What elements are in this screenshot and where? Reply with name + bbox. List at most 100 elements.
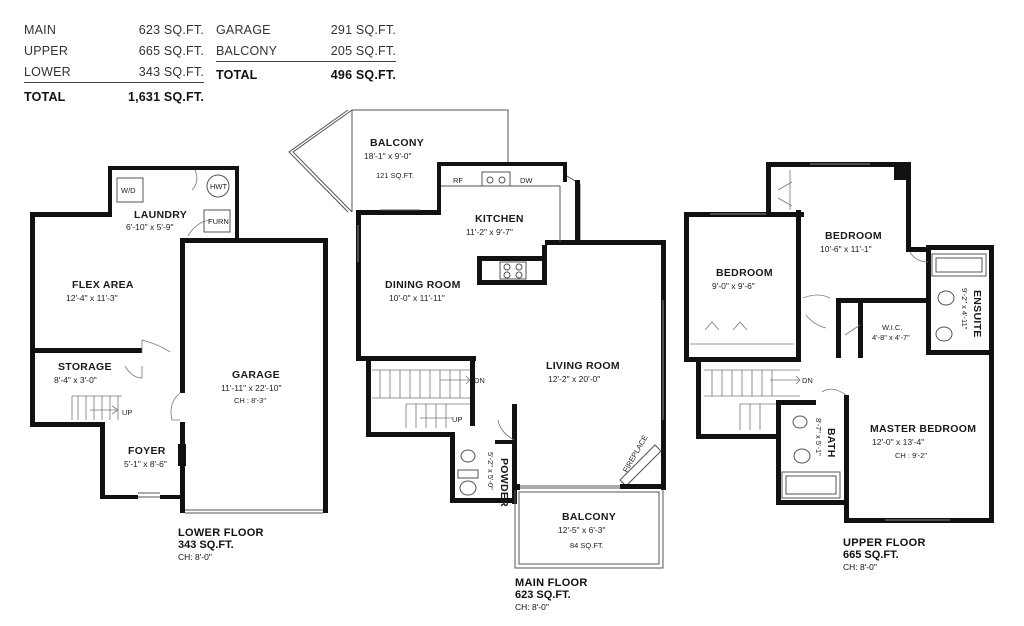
foyer-name: FOYER — [128, 445, 166, 457]
wall — [796, 210, 801, 325]
wall — [776, 400, 781, 505]
dn-label: DN — [802, 376, 813, 385]
wall — [437, 162, 567, 166]
area-row-upper: UPPER 665 SQ.FT. — [24, 40, 204, 61]
wic-name: W.I.C. — [882, 323, 902, 332]
wall — [796, 320, 801, 362]
dn-label: DN — [474, 376, 485, 385]
main-floor-title: MAIN FLOOR 623 SQ.FT. CH: 8'-0" — [515, 577, 588, 613]
foyer-dim: 5'-1" x 8'-6" — [124, 459, 167, 469]
wall — [450, 432, 455, 502]
wall — [235, 166, 239, 238]
wall — [545, 240, 665, 245]
dining-name: DINING ROOM — [385, 279, 461, 291]
wall — [766, 162, 771, 217]
area-label: TOTAL — [216, 68, 258, 82]
balcony-top-name: BALCONY — [370, 137, 424, 149]
bedroom1-name: BEDROOM — [716, 267, 773, 279]
wall — [696, 434, 776, 439]
area-row-total: TOTAL 1,631 SQ.FT. — [24, 83, 204, 111]
main-floor-plan: BALCONY 18'-1" x 9'-0" 121 SQ.FT. RF DW … — [288, 109, 666, 569]
area-label: MAIN — [24, 22, 57, 37]
area-label: TOTAL — [24, 90, 66, 104]
floor-ceiling: CH: 8'-0" — [515, 602, 549, 612]
upper-floor-title: UPPER FLOOR 665 SQ.FT. CH: 8'-0" — [843, 537, 926, 573]
wall — [450, 498, 516, 503]
garage-name: GARAGE — [232, 369, 280, 381]
living-room-dim: 12'-2" x 20'-0" — [548, 374, 600, 384]
area-value: 1,631 SQ.FT. — [127, 90, 204, 104]
floor-area: 623 SQ.FT. — [515, 589, 571, 601]
area-label: GARAGE — [216, 22, 271, 37]
door-swing — [909, 251, 929, 263]
balcony-outline — [514, 487, 664, 569]
wall — [356, 210, 361, 360]
area-value: 291 SQ.FT. — [330, 22, 396, 37]
floor-ceiling: CH: 8'-0" — [843, 562, 877, 572]
island — [477, 256, 482, 285]
powder-name: POWDER — [498, 458, 510, 507]
wall — [100, 422, 105, 498]
island — [477, 256, 547, 261]
dw-label: DW — [520, 176, 533, 185]
area-row-garage: GARAGE 291 SQ.FT. — [216, 19, 396, 40]
wall — [776, 500, 848, 505]
balcony-top-dim: 18'-1" x 9'-0" — [364, 151, 412, 161]
floor-name: MAIN FLOOR — [515, 577, 588, 589]
balcony-bottom-dim: 12'-5" x 6'-3" — [558, 525, 606, 535]
kitchen-dim: 11'-2" x 9'-7" — [466, 227, 513, 237]
wall — [366, 356, 371, 436]
wall — [512, 484, 520, 490]
bedroom2-dim: 10'-6" x 11'-1" — [820, 244, 872, 254]
wall — [160, 495, 185, 499]
laundry-dim: 6'-10" x 5'-9" — [126, 222, 174, 232]
furn-label: FURN — [208, 217, 229, 226]
wall — [30, 422, 105, 427]
sink-icon — [792, 415, 808, 429]
master-bedroom-ceiling: CH : 9'-2" — [895, 451, 927, 460]
flex-area-dim: 12'-4" x 11'-3" — [66, 293, 118, 303]
wall — [366, 432, 450, 437]
ensuite-dim: 9'-2" x 4'-11" — [960, 288, 969, 330]
door-swing — [191, 169, 198, 191]
garage-dim: 11'-11" x 22'-10" — [221, 383, 281, 393]
balcony-outline — [292, 109, 353, 213]
wall — [30, 212, 35, 426]
door-swing — [821, 388, 847, 396]
dining-dim: 10'-0" x 11'-11" — [389, 293, 445, 303]
bathtub-icon — [785, 475, 837, 495]
wall — [437, 162, 441, 214]
main-stairs — [372, 369, 471, 428]
wall — [356, 356, 476, 361]
kitchen-name: KITCHEN — [475, 213, 524, 225]
bedroom2-name: BEDROOM — [825, 230, 882, 242]
wall — [108, 166, 112, 215]
balcony-outline — [518, 491, 660, 565]
fireplace-label: FIREPLACE — [621, 433, 650, 474]
powder-dim: 5'-2" x 5'-0" — [486, 452, 495, 490]
door-swing — [497, 419, 515, 441]
wic-dim: 4'-8" x 4'-7" — [872, 333, 910, 342]
bedroom1-dim: 9'-0" x 9'-6" — [712, 281, 755, 291]
area-row-balcony: BALCONY 205 SQ.FT. — [216, 40, 396, 62]
wall — [906, 162, 911, 252]
area-row-lower: LOWER 343 SQ.FT. — [24, 61, 204, 83]
water-heater-icon — [206, 174, 230, 198]
toilet-icon — [793, 448, 811, 464]
floor-ceiling: CH: 8'-0" — [178, 552, 212, 562]
wall — [100, 495, 138, 499]
floor-area: 343 SQ.FT. — [178, 539, 234, 551]
wall — [563, 162, 567, 182]
stove-icon — [499, 261, 527, 280]
wall — [323, 238, 328, 513]
master-bedroom-dim: 12'-0" x 13'-4" — [872, 437, 924, 447]
door-swing — [844, 324, 861, 336]
area-row-main: MAIN 623 SQ.FT. — [24, 19, 204, 40]
door-swing — [805, 314, 827, 329]
wall — [696, 357, 701, 439]
area-label: UPPER — [24, 43, 69, 58]
lower-stairs — [71, 395, 122, 420]
up-label: UP — [452, 415, 462, 424]
area-label: BALCONY — [216, 43, 278, 58]
